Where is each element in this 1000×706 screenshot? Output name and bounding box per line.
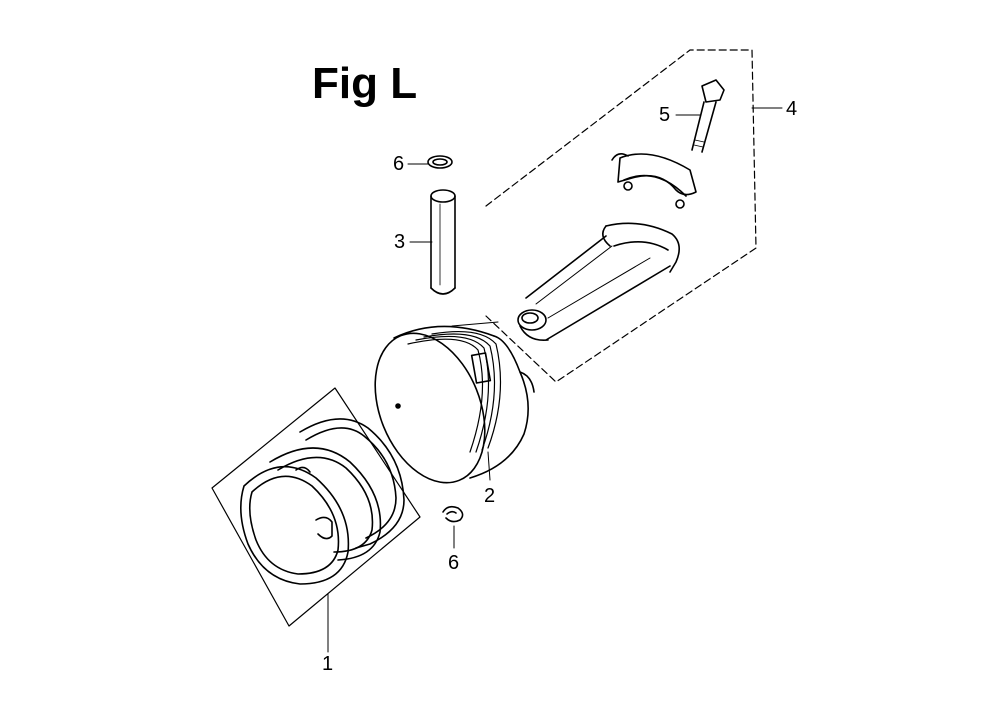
- leader-lines: [328, 108, 782, 652]
- callout-6-bottom: 6: [448, 552, 460, 574]
- piston: [354, 317, 534, 499]
- piston-pin-clip-top: [428, 156, 452, 168]
- piston-ring-set: [241, 419, 404, 584]
- callout-1: 1: [322, 653, 334, 675]
- connecting-rod: [518, 223, 679, 340]
- connecting-rod-assembly-boundary: [486, 50, 756, 382]
- figure-title: Fig L: [312, 59, 418, 108]
- ring-set-boundary: [212, 388, 420, 626]
- callout-6-top: 6: [393, 153, 405, 175]
- connecting-rod-bolt: [692, 80, 724, 152]
- callout-3: 3: [394, 231, 406, 253]
- piston-pin: [431, 190, 455, 294]
- piston-pin-clip-bottom: [443, 507, 463, 522]
- callout-4: 4: [786, 98, 798, 120]
- callout-2: 2: [484, 485, 496, 507]
- connecting-rod-cap: [612, 154, 696, 208]
- callout-5: 5: [659, 104, 671, 126]
